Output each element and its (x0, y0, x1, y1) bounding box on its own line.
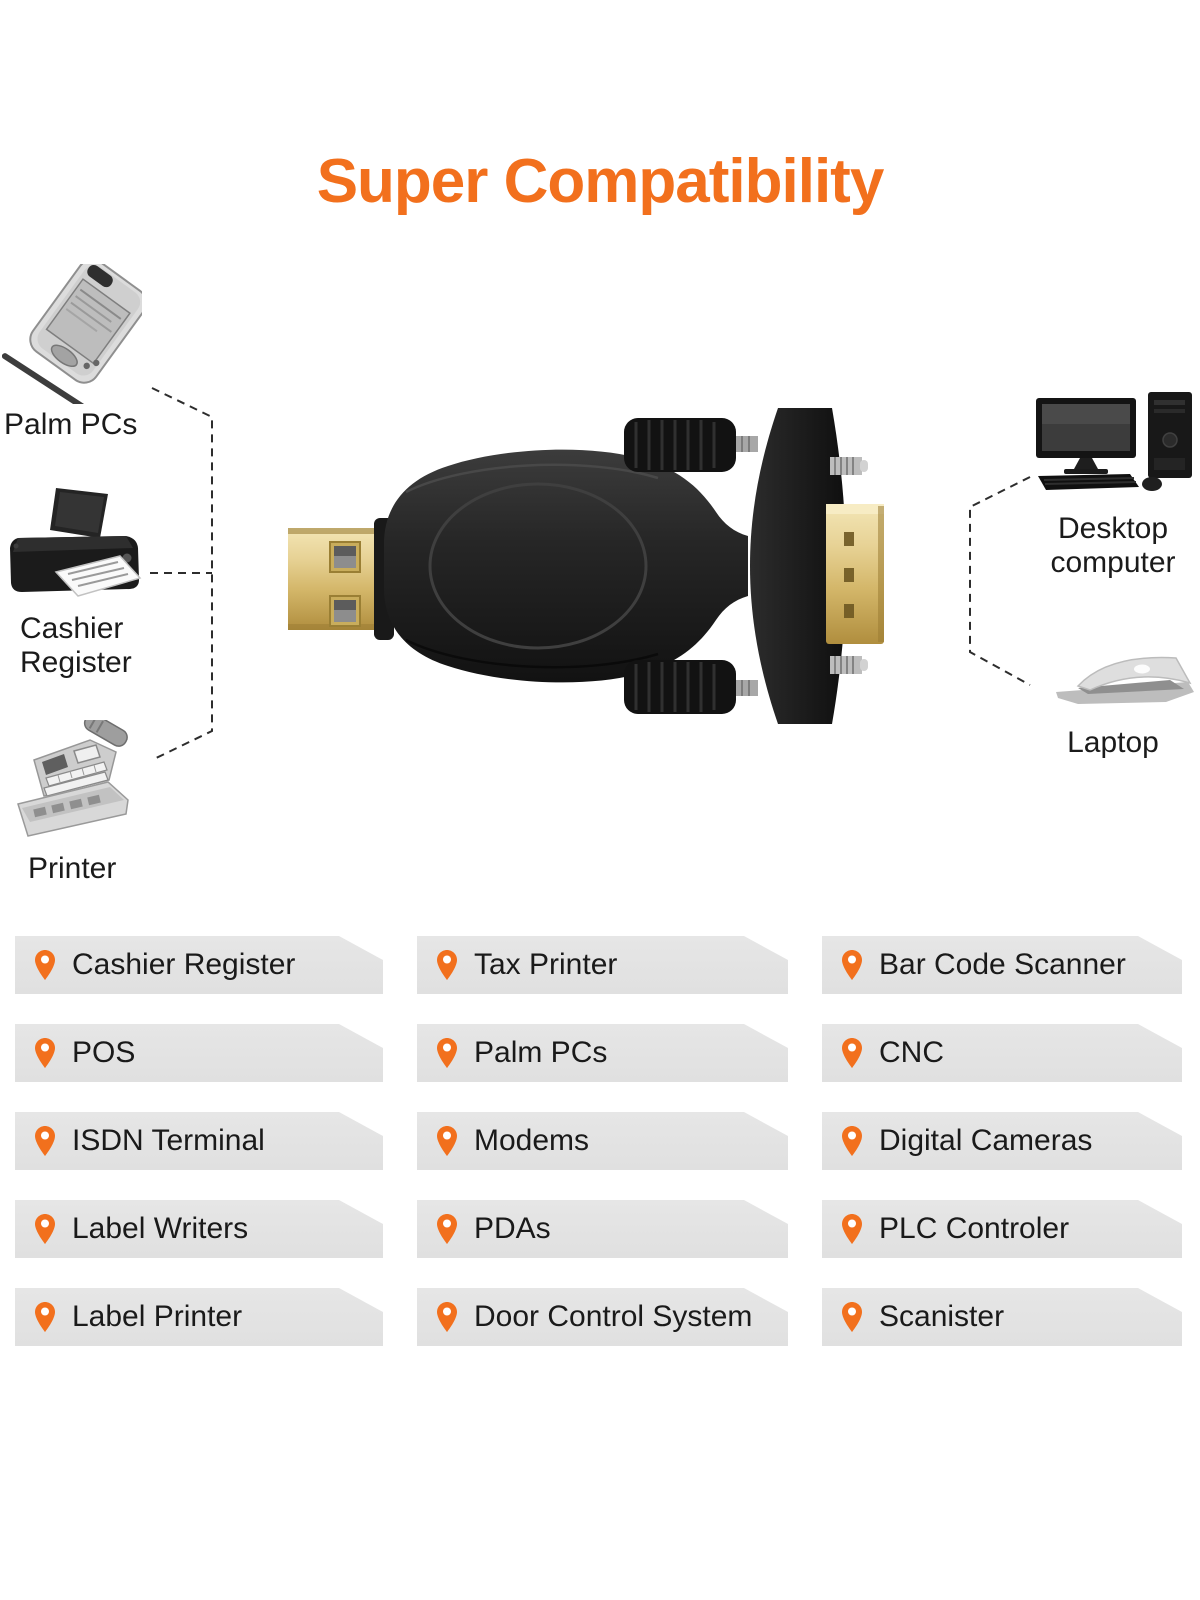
compat-item: Scanister (822, 1288, 1182, 1346)
compat-item: Bar Code Scanner (822, 936, 1182, 994)
compat-item: PLC Controler (822, 1200, 1182, 1258)
location-pin-icon (435, 949, 459, 981)
compat-item-label: PLC Controler (879, 1212, 1070, 1245)
cashier-register-label: Cashier Register (20, 612, 132, 679)
desktop-computer-label: Desktop computer (1050, 512, 1176, 579)
location-pin-icon (33, 1125, 57, 1157)
compat-item: Digital Cameras (822, 1112, 1182, 1170)
compat-item: Label Writers (15, 1200, 383, 1258)
compat-item-label: Digital Cameras (879, 1124, 1093, 1157)
compat-item-label: Scanister (879, 1300, 1005, 1333)
compat-item-label: PDAs (474, 1212, 551, 1245)
inkjet-printer-icon (10, 488, 142, 597)
location-pin-icon (840, 1037, 864, 1069)
page-title: Super Compatibility (316, 147, 885, 216)
compat-item: Tax Printer (417, 936, 788, 994)
location-pin-icon (33, 1301, 57, 1333)
compat-item: Palm PCs (417, 1024, 788, 1082)
compat-item: Door Control System (417, 1288, 788, 1346)
location-pin-icon (435, 1213, 459, 1245)
compatibility-grid: Cashier Register Tax Printer Bar Code Sc… (15, 936, 1182, 1346)
compat-item-label: CNC (879, 1036, 944, 1069)
printer-label: Printer (28, 852, 117, 885)
desktop-computer-icon (1036, 392, 1192, 491)
compat-item: POS (15, 1024, 383, 1082)
compat-item-label: POS (72, 1036, 136, 1069)
compat-item: Cashier Register (15, 936, 383, 994)
location-pin-icon (840, 949, 864, 981)
compat-item-label: ISDN Terminal (72, 1124, 265, 1157)
compat-item-label: Label Printer (72, 1300, 243, 1333)
compat-item-label: Bar Code Scanner (879, 948, 1126, 981)
location-pin-icon (33, 1213, 57, 1245)
location-pin-icon (33, 949, 57, 981)
laptop-label: Laptop (1067, 726, 1159, 759)
compat-item-label: Palm PCs (474, 1036, 608, 1069)
palm-pcs-label: Palm PCs (4, 408, 138, 441)
location-pin-icon (840, 1213, 864, 1245)
compat-item: CNC (822, 1024, 1182, 1082)
compat-item: Label Printer (15, 1288, 383, 1346)
compat-item-label: Cashier Register (72, 948, 296, 981)
compat-item: ISDN Terminal (15, 1112, 383, 1170)
palm-pc-icon (2, 264, 142, 404)
location-pin-icon (435, 1037, 459, 1069)
laptop-icon (1056, 656, 1194, 704)
location-pin-icon (33, 1037, 57, 1069)
cash-register-icon (17, 720, 129, 837)
location-pin-icon (840, 1125, 864, 1157)
location-pin-icon (840, 1301, 864, 1333)
location-pin-icon (435, 1301, 459, 1333)
right-connector-line (969, 476, 1031, 686)
left-connector-line (151, 387, 213, 761)
compat-item-label: Door Control System (474, 1300, 753, 1333)
usb-to-db9-serial-adapter-image (288, 408, 884, 724)
compat-item: Modems (417, 1112, 788, 1170)
compat-item-label: Modems (474, 1124, 590, 1157)
compat-item-label: Tax Printer (474, 948, 618, 981)
compat-item-label: Label Writers (72, 1212, 249, 1245)
compat-item: PDAs (417, 1200, 788, 1258)
location-pin-icon (435, 1125, 459, 1157)
